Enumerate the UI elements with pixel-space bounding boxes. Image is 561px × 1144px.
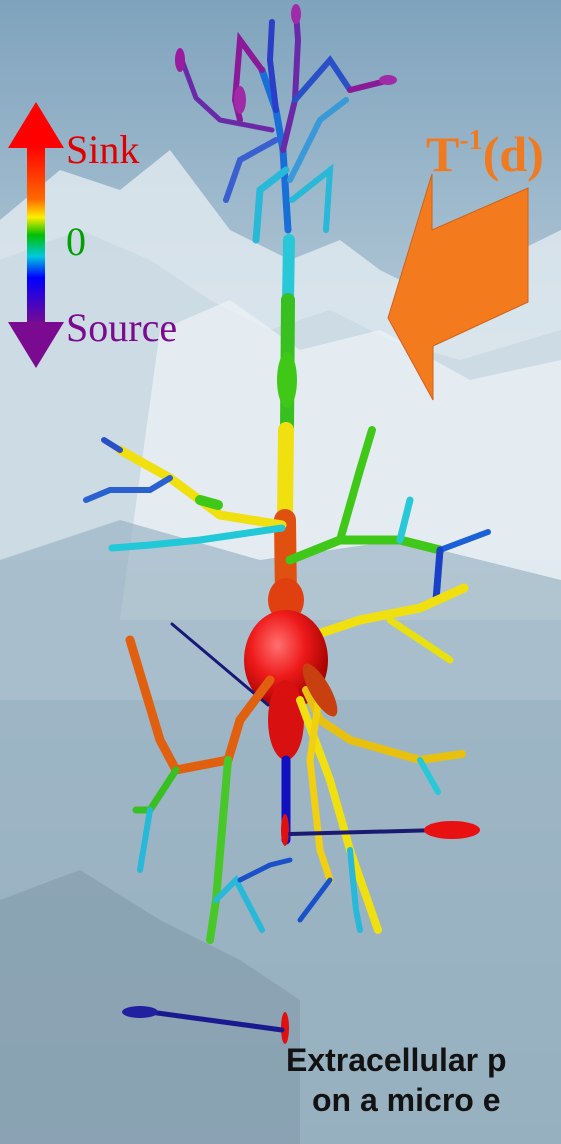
transform-prefix: T	[426, 126, 459, 182]
legend-source-label: Source	[66, 304, 177, 351]
caption-line-1: Extracellular p	[286, 1042, 507, 1079]
transform-superscript: -1	[459, 125, 482, 156]
apical-trunk	[288, 240, 289, 300]
legend-sink-label: Sink	[66, 126, 139, 173]
transform-label: T-1(d)	[426, 125, 544, 183]
caption-line-2: on a micro e	[312, 1082, 501, 1119]
transform-suffix: (d)	[483, 126, 544, 182]
legend-zero-label: 0	[66, 218, 86, 265]
